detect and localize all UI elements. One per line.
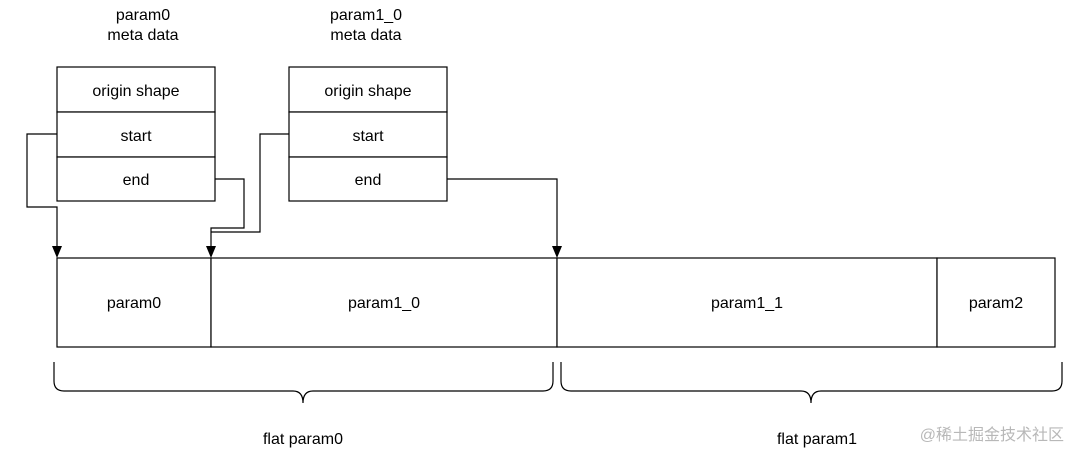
arrowhead-param0-start xyxy=(52,246,62,258)
flat-buffer: param0 param1_0 param1_1 param2 xyxy=(56,257,1056,348)
flat-segment-param1-0-box xyxy=(210,257,558,348)
arrowhead-param1-0-end xyxy=(552,246,562,258)
brace-flat-param1 xyxy=(560,362,1063,404)
watermark-text: @稀土掘金技术社区 xyxy=(920,426,1064,444)
meta-title-param1-0-line2: meta data xyxy=(330,27,401,44)
meta-row-end-label: end xyxy=(123,172,150,189)
brace-flat-param0 xyxy=(53,362,554,404)
flat-segment-param1-1-box xyxy=(556,257,938,348)
group-label-flat-param0: flat param0 xyxy=(263,431,343,448)
flat-segment-param1-1-label: param1_1 xyxy=(711,295,783,312)
meta-row-start-label: start xyxy=(352,128,384,145)
meta-block-param1-0: param1_0 meta data origin shape start en… xyxy=(288,7,448,202)
meta-title-param1-0-line1: param1_0 xyxy=(330,7,402,24)
meta-row-end-box xyxy=(288,156,448,202)
meta-block-param0: param0 meta data origin shape start end xyxy=(56,7,216,202)
connector-param1-0-start-to-param1-0 xyxy=(211,133,289,233)
meta-row-origin-shape-label: origin shape xyxy=(324,83,411,100)
group-label-flat-param1: flat param1 xyxy=(777,431,857,448)
flat-segment-param0-box xyxy=(56,257,212,348)
flat-segment-param0-label: param0 xyxy=(107,295,161,312)
flat-segment-param2-label: param2 xyxy=(969,295,1023,312)
connector-param0-end-to-param1-0 xyxy=(210,178,245,247)
connector-param0-start-to-param0 xyxy=(26,133,58,247)
meta-row-end-box xyxy=(56,156,216,202)
flat-segment-param1-0-label: param1_0 xyxy=(348,295,420,312)
connector-param1-0-end-to-param1-1 xyxy=(447,178,558,247)
meta-row-start-box xyxy=(56,111,216,158)
meta-title-param0-line1: param0 xyxy=(116,7,170,24)
meta-row-origin-shape-box xyxy=(56,66,216,113)
meta-row-origin-shape-label: origin shape xyxy=(92,83,179,100)
flat-segment-param2-box xyxy=(936,257,1056,348)
meta-row-end-label: end xyxy=(355,172,382,189)
arrowhead-param1-0-start xyxy=(206,246,216,258)
meta-row-start-label: start xyxy=(120,128,152,145)
meta-row-origin-shape-box xyxy=(288,66,448,113)
meta-title-param0-line2: meta data xyxy=(107,27,178,44)
